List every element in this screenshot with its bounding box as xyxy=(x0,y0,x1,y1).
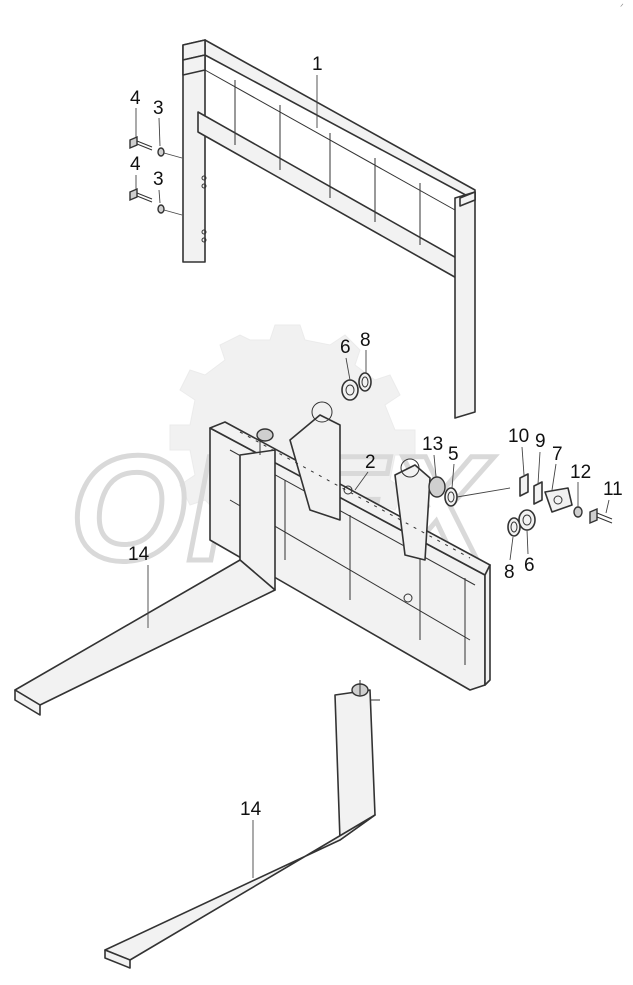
callout-6-upper: 6 xyxy=(340,337,351,358)
callout-5: 5 xyxy=(448,444,459,465)
fork-carriage xyxy=(209,401,491,691)
callout-3-lower: 3 xyxy=(153,169,164,190)
callouts: 1 2 3 3 4 4 5 6 6 7 8 8 9 10 11 12 13 xyxy=(128,54,623,878)
callout-6-lower: 6 xyxy=(524,555,535,576)
bolt-and-nut-set-upper xyxy=(129,135,183,159)
callout-14-lower: 14 xyxy=(240,799,262,820)
callout-1: 1 xyxy=(312,54,323,75)
callout-12: 12 xyxy=(570,462,591,483)
callout-8-upper: 8 xyxy=(360,330,371,351)
callout-14-upper: 14 xyxy=(128,544,150,565)
bushing-set-upper xyxy=(341,372,372,401)
callout-4-upper: 4 xyxy=(130,88,141,109)
callout-8-lower: 8 xyxy=(504,562,515,583)
corner-mark: ᐟ xyxy=(620,2,624,12)
callout-11: 11 xyxy=(603,479,623,500)
fork-upper xyxy=(14,428,276,716)
callout-2: 2 xyxy=(365,452,376,473)
fork-lower xyxy=(104,680,380,969)
backrest-frame xyxy=(182,39,476,419)
callout-3-upper: 3 xyxy=(153,98,164,119)
callout-9: 9 xyxy=(535,431,546,452)
callout-7: 7 xyxy=(552,444,563,465)
callout-10: 10 xyxy=(508,426,529,447)
callout-13: 13 xyxy=(422,434,443,455)
callout-4-lower: 4 xyxy=(130,154,141,175)
bolt-and-nut-set-lower xyxy=(129,187,183,216)
